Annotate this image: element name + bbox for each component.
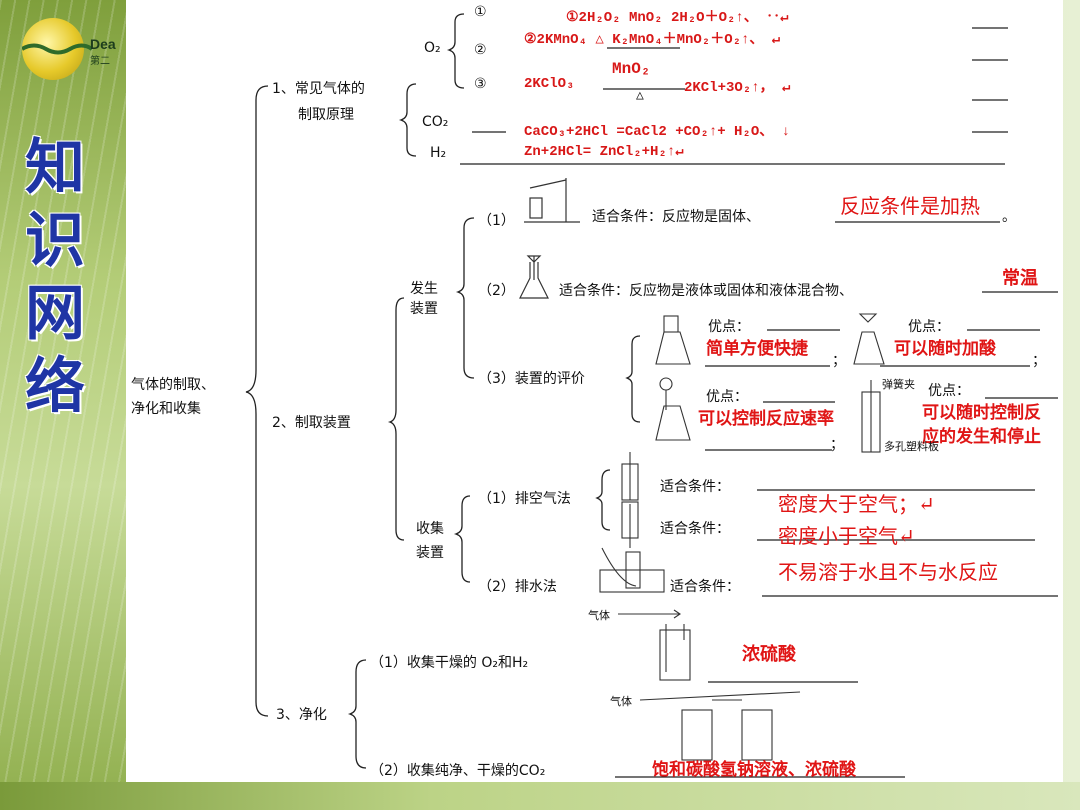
adv-label-1: 优点： [708,319,750,335]
purify-item-2-answer: 饱和碳酸氢钠溶液、浓硫酸 [652,760,856,780]
generator-label-line2: 装置 [410,301,438,317]
sec2-label: 2、制取装置 [272,415,351,431]
purify-item-2: （2）收集纯净、干燥的CO₂ [370,763,546,779]
equation-h2o2: ①2H₂O₂ MnO₂ 2H₂O＋O₂↑、 ‥↵ [566,10,789,26]
equation-caco3: CaCO₃+2HCl =CaCl2 +CO₂↑+ H₂O、 ↓ [524,124,791,140]
adv-answer-1: 简单方便快捷 [706,339,808,359]
equation-kclo3-catalyst: MnO₂ [612,60,651,78]
water-cond-label: 适合条件： [670,579,740,595]
title-char: 网 [25,279,85,349]
h2-label: H₂ [430,145,447,161]
left-grass-decoration [0,0,126,810]
co2-label: CO₂ [422,114,449,130]
adv-answer-4-line1: 可以随时控制反 [922,403,1041,423]
title-char: 知 [25,133,85,203]
gen-item-2-condition: 适合条件：反应物是液体或固体和液体混合物、 [559,283,853,299]
gas-label-1: 气体 [588,609,610,622]
logo-text: Dea [90,36,116,52]
gen-item-1-answer: 反应条件是加热 [840,194,980,218]
adv-label-4: 优点： [928,383,970,399]
content-sheet [126,0,1063,782]
purification-apparatus-icons [618,609,801,761]
title-char: 识 [25,206,85,276]
air-cond-label-2: 适合条件： [660,521,730,537]
sec3-label: 3、净化 [276,707,327,723]
spring-clip-label: 弹簧夹 [882,378,915,391]
root-label-line2: 净化和收集 [131,401,201,417]
bottom-band [0,782,1080,810]
semicolon-3: ； [830,437,844,453]
air-answer-1: 密度大于空气；↵ [778,492,935,516]
sec1-label-line2: 制取原理 [298,107,354,123]
collection-label-line1: 收集 [416,521,444,537]
gen-item-1-condition: 适合条件：反应物是固体、 [592,209,760,225]
purify-item-1: （1）收集干燥的 O₂和H₂ [370,655,529,671]
o2-method-3: ③ [474,76,487,92]
logo-wave-icon [22,43,92,55]
semicolon-2: ； [1032,353,1046,369]
stand-apparatus-icon [524,178,580,223]
water-answer: 不易溶于水且不与水反应 [778,560,998,584]
adv-answer-4-line2: 应的发生和停止 [922,427,1041,447]
gen-item-2: （2） [478,283,515,299]
adv-answer-3: 可以控制反应速率 [698,409,834,429]
o2-label: O₂ [424,40,441,56]
purify-item-1-answer: 浓硫酸 [742,644,796,665]
logo-subtext: 第二 [90,56,110,67]
air-answer-2: 密度小于空气↵ [778,524,915,548]
gen-item-1: （1） [478,213,515,229]
equation-zn: Zn+2HCl= ZnCl₂+H₂↑↵ [524,144,684,160]
o2-method-2: ② [474,42,487,58]
eval-apparatus-icons [655,313,885,453]
water-method-label: （2）排水法 [478,579,557,595]
title-char: 络 [25,352,85,422]
semicolon-1: ； [832,353,846,369]
gen-item-1-end: 。 [1002,209,1016,225]
adv-label-2: 优点： [908,319,950,335]
flask-apparatus-icon [519,255,549,299]
gen-item-2-answer: 常温 [1002,268,1038,289]
collection-apparatus-icons [599,452,665,593]
equation-kmno4: ②2KMnO₄ △ K₂MnO₄＋MnO₂＋O₂↑、 ↵ [524,32,781,48]
vertical-title: 知 识 网 络 [22,132,88,424]
sec1-label-line1: 1、常见气体的 [272,81,365,97]
gas-label-2: 气体 [610,695,632,708]
equation-kclo3-right: 2KCl+3O₂↑， ↵ [684,80,791,96]
porous-plate-label: 多孔塑料板 [884,440,939,453]
equation-kclo3-heat: △ [636,88,644,103]
air-method-label: （1）排空气法 [478,491,571,507]
adv-label-3: 优点： [706,389,748,405]
equation-kclo3-left: 2KClO₃ [524,76,575,92]
o2-method-1: ① [474,4,487,20]
generator-label-line1: 发生 [410,281,438,297]
collection-label-line2: 装置 [416,545,444,561]
adv-answer-2: 可以随时加酸 [894,339,996,359]
root-label-line1: 气体的制取、 [131,377,215,393]
air-cond-label-1: 适合条件： [660,479,730,495]
gen-item-3: （3）装置的评价 [478,371,585,387]
